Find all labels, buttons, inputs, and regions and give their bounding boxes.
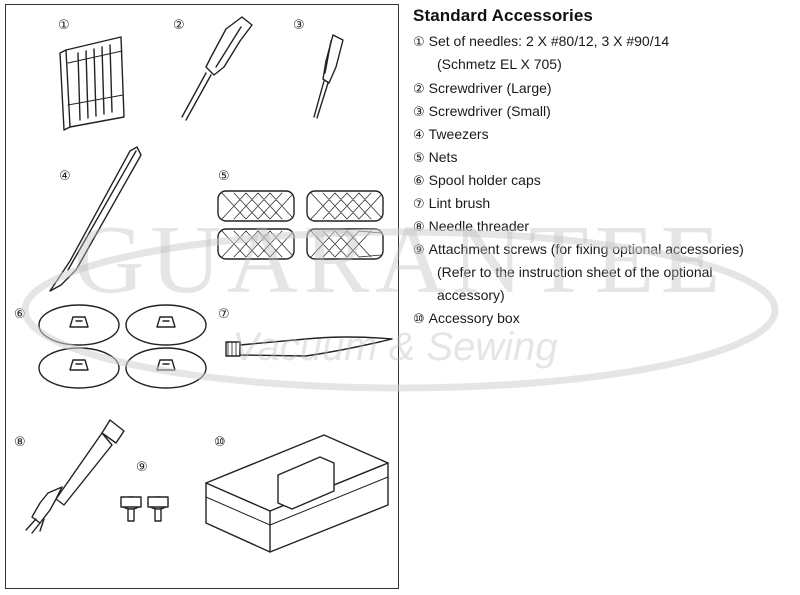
spool-cap-icons [38,304,207,389]
marker-8: ⑧ [14,435,26,450]
accessory-line-marker: ⑥ [413,174,425,189]
large-screwdriver-icon [181,16,253,121]
nets-icon [217,190,384,260]
accessory-line-marker: ④ [413,128,425,143]
accessory-box-icon [205,434,389,553]
marker-2: ② [173,18,185,33]
accessory-line-marker: ② [413,82,425,97]
accessory-line-marker: ⑩ [413,312,425,327]
accessory-line-text: (Refer to the instruction sheet of the o… [437,264,713,280]
accessory-line-text: Accessory box [428,310,520,326]
accessory-line-text: Needle threader [428,218,530,234]
accessory-line-12: accessory) [437,287,505,303]
accessory-line-2: (Schmetz EL X 705) [437,56,562,72]
accessory-line-marker: ① [413,35,425,50]
lint-brush-icon [225,336,393,357]
accessory-line-marker: ⑧ [413,220,425,235]
marker-7: ⑦ [218,307,230,322]
accessory-line-text: Screwdriver (Small) [428,103,551,119]
accessory-line-text: Screwdriver (Large) [428,80,552,96]
accessory-line-text: (Schmetz EL X 705) [437,56,562,72]
accessory-line-marker: ⑦ [413,197,425,212]
accessory-line-11: (Refer to the instruction sheet of the o… [437,264,713,280]
accessory-line-marker: ⑤ [413,151,425,166]
marker-5: ⑤ [218,169,230,184]
accessory-line-text: Attachment screws (for fixing optional a… [428,241,744,257]
accessory-line-text: Spool holder caps [428,172,541,188]
small-screwdriver-icon [313,34,344,119]
accessories-illustration-panel: ① ② ③ ④ ⑤ ⑥ ⑦ ⑧ ⑨ ⑩ [5,4,399,589]
accessory-line-text: accessory) [437,287,505,303]
attachment-screw-icons [120,496,169,522]
accessories-illustration: ① ② ③ ④ ⑤ ⑥ ⑦ ⑧ ⑨ ⑩ [14,16,393,553]
needle-threader-icon [25,419,125,534]
accessory-line-text: Lint brush [428,195,491,211]
marker-4: ④ [59,169,71,184]
accessory-line-marker: ⑨ [413,243,425,258]
needle-pack-icon [59,36,125,131]
marker-6: ⑥ [14,307,26,322]
list-title: Standard Accessories [413,6,593,25]
accessory-line-text: Nets [428,149,458,165]
marker-10: ⑩ [214,435,226,450]
marker-1: ① [58,18,70,33]
accessory-line-text: Tweezers [428,126,489,142]
marker-9: ⑨ [136,460,148,475]
marker-3: ③ [293,18,305,33]
accessory-line-text: Set of needles: 2 X #80/12, 3 X #90/14 [428,33,670,49]
accessory-line-marker: ③ [413,105,425,120]
